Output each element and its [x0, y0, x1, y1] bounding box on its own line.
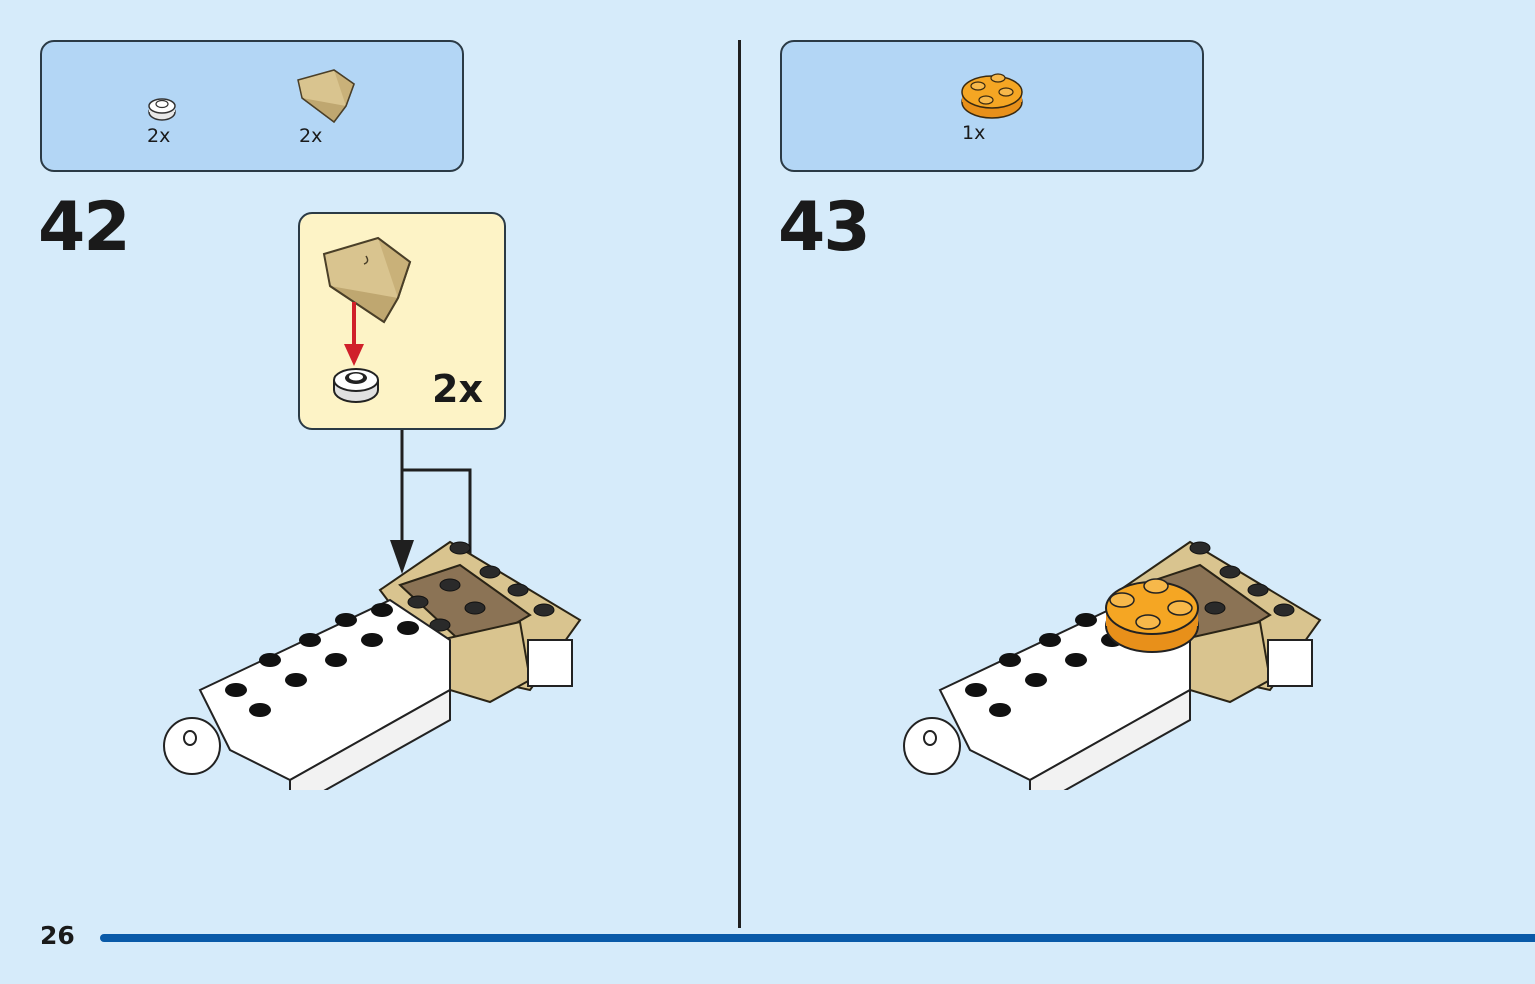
curved-slope-tan-icon [322, 236, 412, 324]
round-plate-2x2-orange-icon [961, 73, 1023, 119]
red-down-arrow-icon [344, 302, 364, 366]
page-progress-bar [100, 934, 1535, 942]
page-number: 26 [40, 921, 75, 950]
round-plate-1x1-white-icon [333, 368, 379, 403]
parts-list-step-42 [40, 40, 464, 172]
part-qty-round-plate: 2x [147, 125, 171, 147]
step-number-42: 42 [38, 188, 131, 267]
curved-slope-tan-icon [297, 69, 355, 124]
part-qty-round-plate-2x2: 1x [962, 122, 986, 144]
sub-assembly-callout [298, 212, 506, 430]
step-number-43: 43 [778, 188, 871, 267]
round-plate-1x1-white-icon [148, 98, 176, 121]
model-assembly-step-43-icon [903, 540, 1322, 790]
part-qty-curved-slope: 2x [299, 125, 323, 147]
page-divider [738, 40, 741, 928]
model-assembly-step-42-icon [163, 540, 582, 790]
callout-qty: 2x [432, 367, 483, 411]
